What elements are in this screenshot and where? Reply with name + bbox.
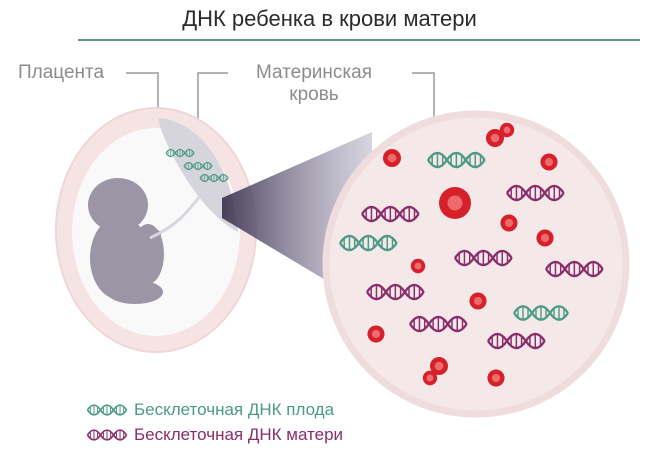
legend-maternal: Бесклеточная ДНК матери xyxy=(86,425,343,445)
placenta-area xyxy=(158,118,238,232)
maternal-blood-label: Материнская кровь xyxy=(234,62,394,106)
blood-sample-circle xyxy=(322,110,630,418)
maternal-blood-label-line1: Материнская xyxy=(255,62,372,83)
title-underline xyxy=(78,39,640,41)
blood-leader-line xyxy=(197,72,228,132)
page-title: ДНК ребенка в крови матери xyxy=(182,6,477,31)
dna-helix-icon xyxy=(86,429,128,441)
legend-fetal-label: Бесклеточная ДНК плода xyxy=(134,400,335,419)
dna-helix-icon xyxy=(86,404,128,416)
legend-fetal: Бесклеточная ДНК плода xyxy=(86,400,334,420)
umbilical-cord xyxy=(149,195,202,240)
placenta-label: Плацента xyxy=(18,62,105,83)
maternal-blood-label-line2: кровь xyxy=(289,84,339,105)
fetus-silhouette-icon xyxy=(88,178,164,304)
circle-leader-line xyxy=(412,72,435,128)
legend-maternal-label: Бесклеточная ДНК матери xyxy=(134,425,344,444)
